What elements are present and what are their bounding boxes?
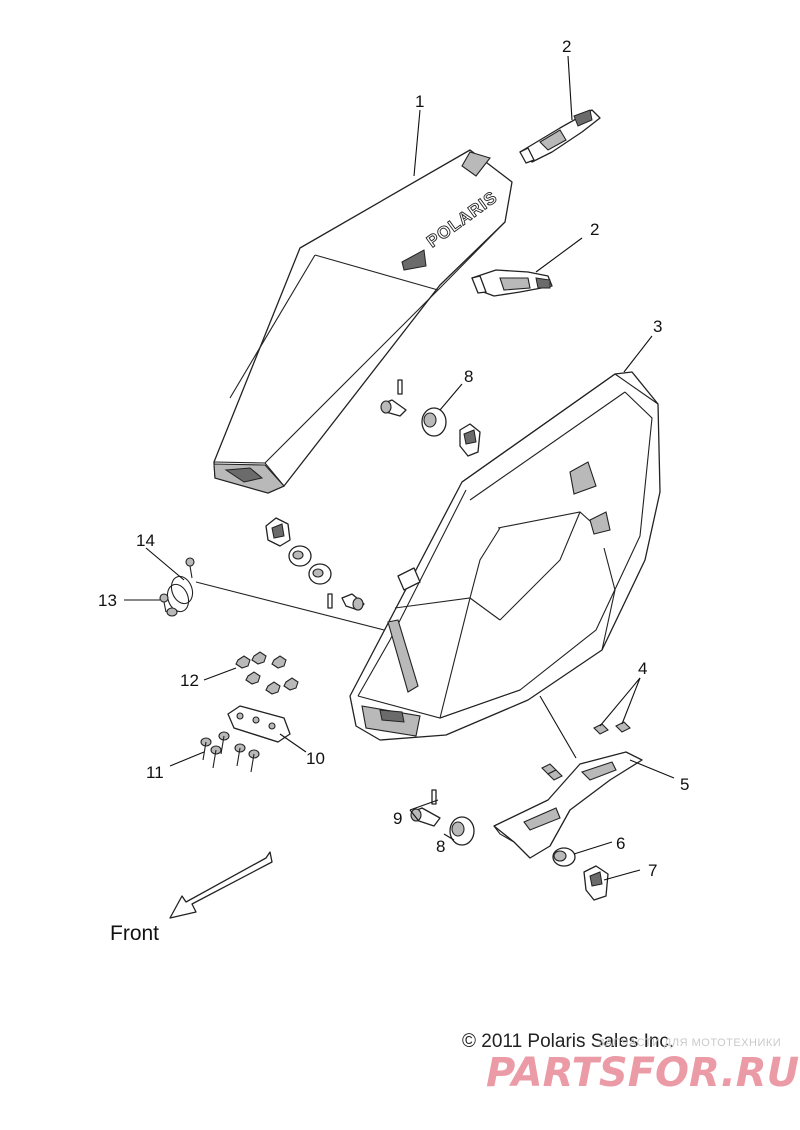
- latch-catch-part: [583, 865, 609, 901]
- callout-10: 10: [306, 749, 325, 768]
- pin-part-left: [327, 593, 365, 611]
- pin-part-upper: [380, 379, 407, 417]
- spacer-part-6: [552, 847, 576, 867]
- callout-9: 9: [393, 809, 402, 828]
- pin-part-lower: [410, 789, 441, 827]
- callout-11: 11: [146, 763, 164, 782]
- bushing-part-upper: [421, 407, 447, 437]
- callout-3: 3: [653, 317, 662, 336]
- latch-catch-part-left: [265, 517, 291, 547]
- latch-part-upper: [519, 109, 601, 164]
- lid-part: POLARIS: [213, 149, 513, 494]
- nut-part: [235, 651, 299, 695]
- mounting-bracket-part: [493, 751, 643, 859]
- front-label: Front: [110, 922, 159, 945]
- screw-part: [200, 731, 260, 773]
- callout-4: 4: [638, 659, 647, 678]
- callout-6: 6: [616, 834, 625, 853]
- callout-1: 1: [415, 92, 424, 111]
- leader-lines: [124, 55, 675, 881]
- trunk-body-part: [349, 371, 661, 741]
- bushing-part-lower: [449, 816, 475, 846]
- callout-13: 13: [98, 591, 117, 610]
- callout-14: 14: [136, 531, 155, 550]
- watermark-tagline: ЗАПЧАСТИ ДЛЯ МОТОТЕХНИКИ: [598, 1037, 781, 1049]
- latch-catch-part-upper: [459, 423, 481, 457]
- copyright-footer: © 2011 Polaris Sales Inc.: [462, 1031, 674, 1052]
- bracket-nut-part: [541, 721, 631, 781]
- watermark: ЗАПЧАСТИ ДЛЯ МОТОТЕХНИКИ PARTSFOR.RU: [486, 1037, 799, 1096]
- callout-8: 8: [436, 837, 445, 856]
- tether-screw-part: [159, 593, 178, 617]
- callout-8: 8: [464, 367, 473, 386]
- front-arrow: Front: [110, 851, 273, 945]
- watermark-brand: PARTSFOR.RU: [486, 1050, 799, 1096]
- callout-2: 2: [590, 220, 599, 239]
- tether-cable-part: [166, 557, 385, 631]
- bushing-stack-left: [288, 545, 332, 585]
- hinge-part: [227, 705, 291, 743]
- callout-numbers: 1 2 2 3 4 5 6 7 8 8 9 10 11 12 13 14: [98, 37, 689, 880]
- copyright-text: © 2011 Polaris Sales Inc.: [462, 1031, 674, 1052]
- callout-7: 7: [648, 861, 657, 880]
- callout-5: 5: [680, 775, 689, 794]
- latch-part-lower: [471, 269, 553, 297]
- callout-12: 12: [180, 671, 199, 690]
- callout-2: 2: [562, 37, 571, 56]
